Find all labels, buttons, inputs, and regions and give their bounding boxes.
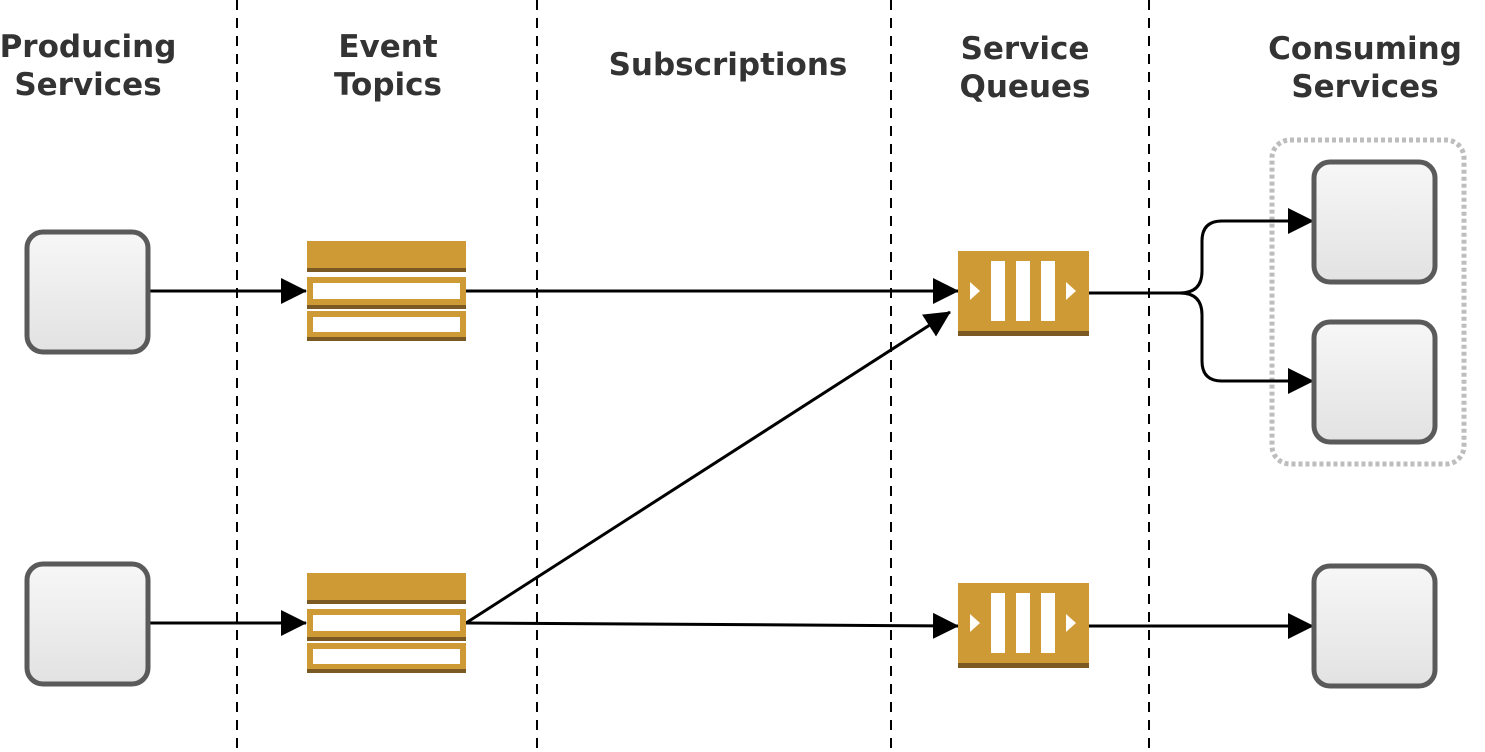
- arrow-topic2-to-queue2: [465, 612, 959, 639]
- arrow-queue1-to-consumer1: [1088, 208, 1314, 295]
- producing-service-2: [24, 561, 151, 687]
- consumer-group-outline: [1269, 137, 1467, 467]
- consuming-service-1: [1311, 159, 1438, 285]
- consuming-service-2: [1311, 319, 1438, 445]
- connectors: [148, 208, 1314, 639]
- arrow-topic2-to-queue1: [465, 310, 951, 625]
- column-title-service-queues: Service Queues: [959, 31, 1091, 105]
- event-topic-2: [307, 573, 466, 673]
- column-title-consuming-services: Consuming Services: [1268, 31, 1462, 105]
- producing-service-1: [24, 229, 151, 355]
- event-topic-1: [307, 241, 466, 341]
- column-title-event-topics: Event Topics: [334, 29, 442, 103]
- arrow-queue1-to-consumer2: [1179, 291, 1314, 394]
- column-title-producing-services: Producing Services: [0, 29, 177, 103]
- service-queue-2: [958, 583, 1089, 668]
- column-title-subscriptions: Subscriptions: [608, 47, 848, 83]
- consuming-service-3: [1311, 563, 1438, 689]
- service-queue-1: [958, 251, 1089, 336]
